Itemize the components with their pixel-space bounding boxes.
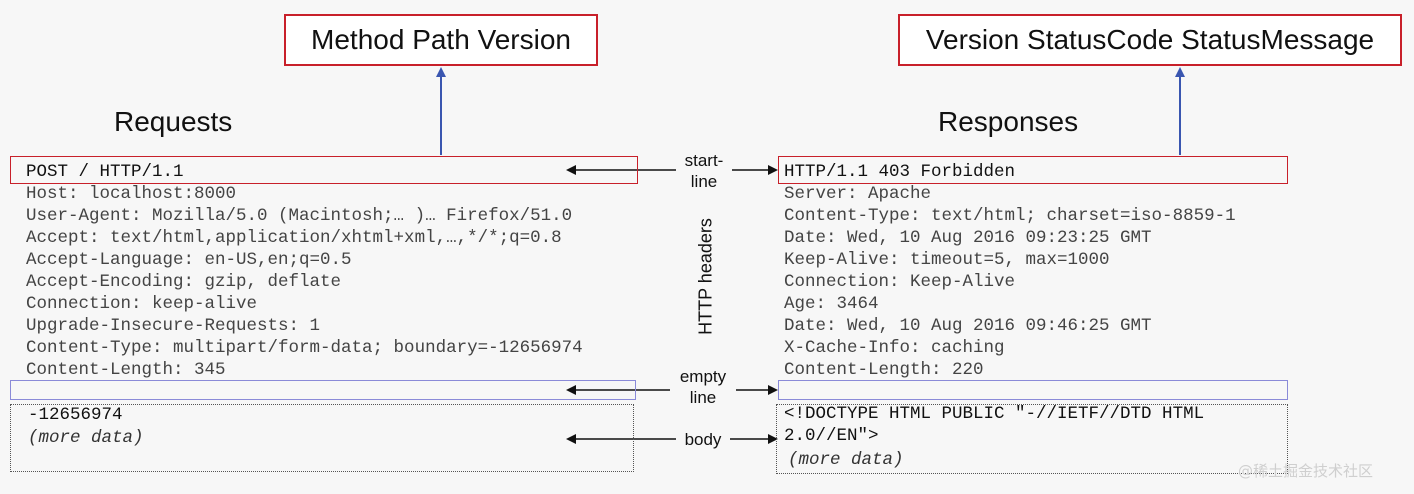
response-header-line: Content-Type: text/html; charset=iso-885… bbox=[784, 206, 1236, 226]
body-label: body bbox=[684, 430, 722, 449]
response-empty-line-box bbox=[778, 380, 1288, 400]
request-body-more: (more data) bbox=[28, 428, 144, 448]
request-start-line-callout: Method Path Version bbox=[284, 14, 598, 66]
response-start-line: HTTP/1.1 403 Forbidden bbox=[784, 162, 1016, 182]
request-header-line: Content-Type: multipart/form-data; bound… bbox=[26, 338, 583, 358]
request-header-line: Accept-Encoding: gzip, deflate bbox=[26, 272, 342, 292]
requests-heading: Requests bbox=[114, 106, 233, 137]
request-header-line: Connection: keep-alive bbox=[26, 294, 258, 314]
response-header-line: X-Cache-Info: caching bbox=[784, 338, 1005, 358]
empty-line-label-1: empty bbox=[679, 367, 727, 386]
empty-line-label-2: line bbox=[689, 388, 717, 407]
response-header-line: Connection: Keep-Alive bbox=[784, 272, 1016, 292]
request-header-line: Host: localhost:8000 bbox=[26, 184, 237, 204]
request-header-line: Content-Length: 345 bbox=[26, 360, 226, 380]
response-header-line: Content-Length: 220 bbox=[784, 360, 984, 380]
response-header-line: Keep-Alive: timeout=5, max=1000 bbox=[784, 250, 1110, 270]
response-start-line-callout: Version StatusCode StatusMessage bbox=[898, 14, 1402, 66]
request-header-line: Accept: text/html,application/xhtml+xml,… bbox=[26, 228, 562, 248]
request-body-box bbox=[10, 404, 634, 472]
request-start-line: POST / HTTP/1.1 bbox=[26, 162, 184, 182]
watermark-text: @稀土掘金技术社区 bbox=[1238, 462, 1374, 480]
request-start-line-box bbox=[10, 156, 638, 184]
start-line-label-1: start- bbox=[684, 151, 724, 170]
request-body-line: -12656974 bbox=[28, 405, 123, 425]
response-header-line: Age: 3464 bbox=[784, 294, 879, 314]
response-start-line-box bbox=[778, 156, 1288, 184]
response-header-line: Date: Wed, 10 Aug 2016 09:23:25 GMT bbox=[784, 228, 1152, 248]
start-line-label-2: line bbox=[690, 172, 718, 191]
start-line-label: start- line bbox=[672, 150, 736, 192]
response-header-line: Date: Wed, 10 Aug 2016 09:46:25 GMT bbox=[784, 316, 1152, 336]
request-header-line: Accept-Language: en-US,en;q=0.5 bbox=[26, 250, 352, 270]
response-body-box bbox=[776, 404, 1288, 474]
http-headers-label: HTTP headers bbox=[695, 218, 716, 335]
empty-line-label: empty line bbox=[670, 366, 736, 408]
request-header-line: User-Agent: Mozilla/5.0 (Macintosh;… )… … bbox=[26, 206, 573, 226]
response-body-line: 2.0//EN"> bbox=[784, 426, 879, 446]
response-header-line: Server: Apache bbox=[784, 184, 932, 204]
response-body-line: <!DOCTYPE HTML PUBLIC "-//IETF//DTD HTML bbox=[784, 404, 1205, 424]
response-body-more: (more data) bbox=[788, 450, 904, 470]
responses-heading: Responses bbox=[938, 106, 1079, 137]
request-header-line: Upgrade-Insecure-Requests: 1 bbox=[26, 316, 321, 336]
request-empty-line-box bbox=[10, 380, 636, 400]
